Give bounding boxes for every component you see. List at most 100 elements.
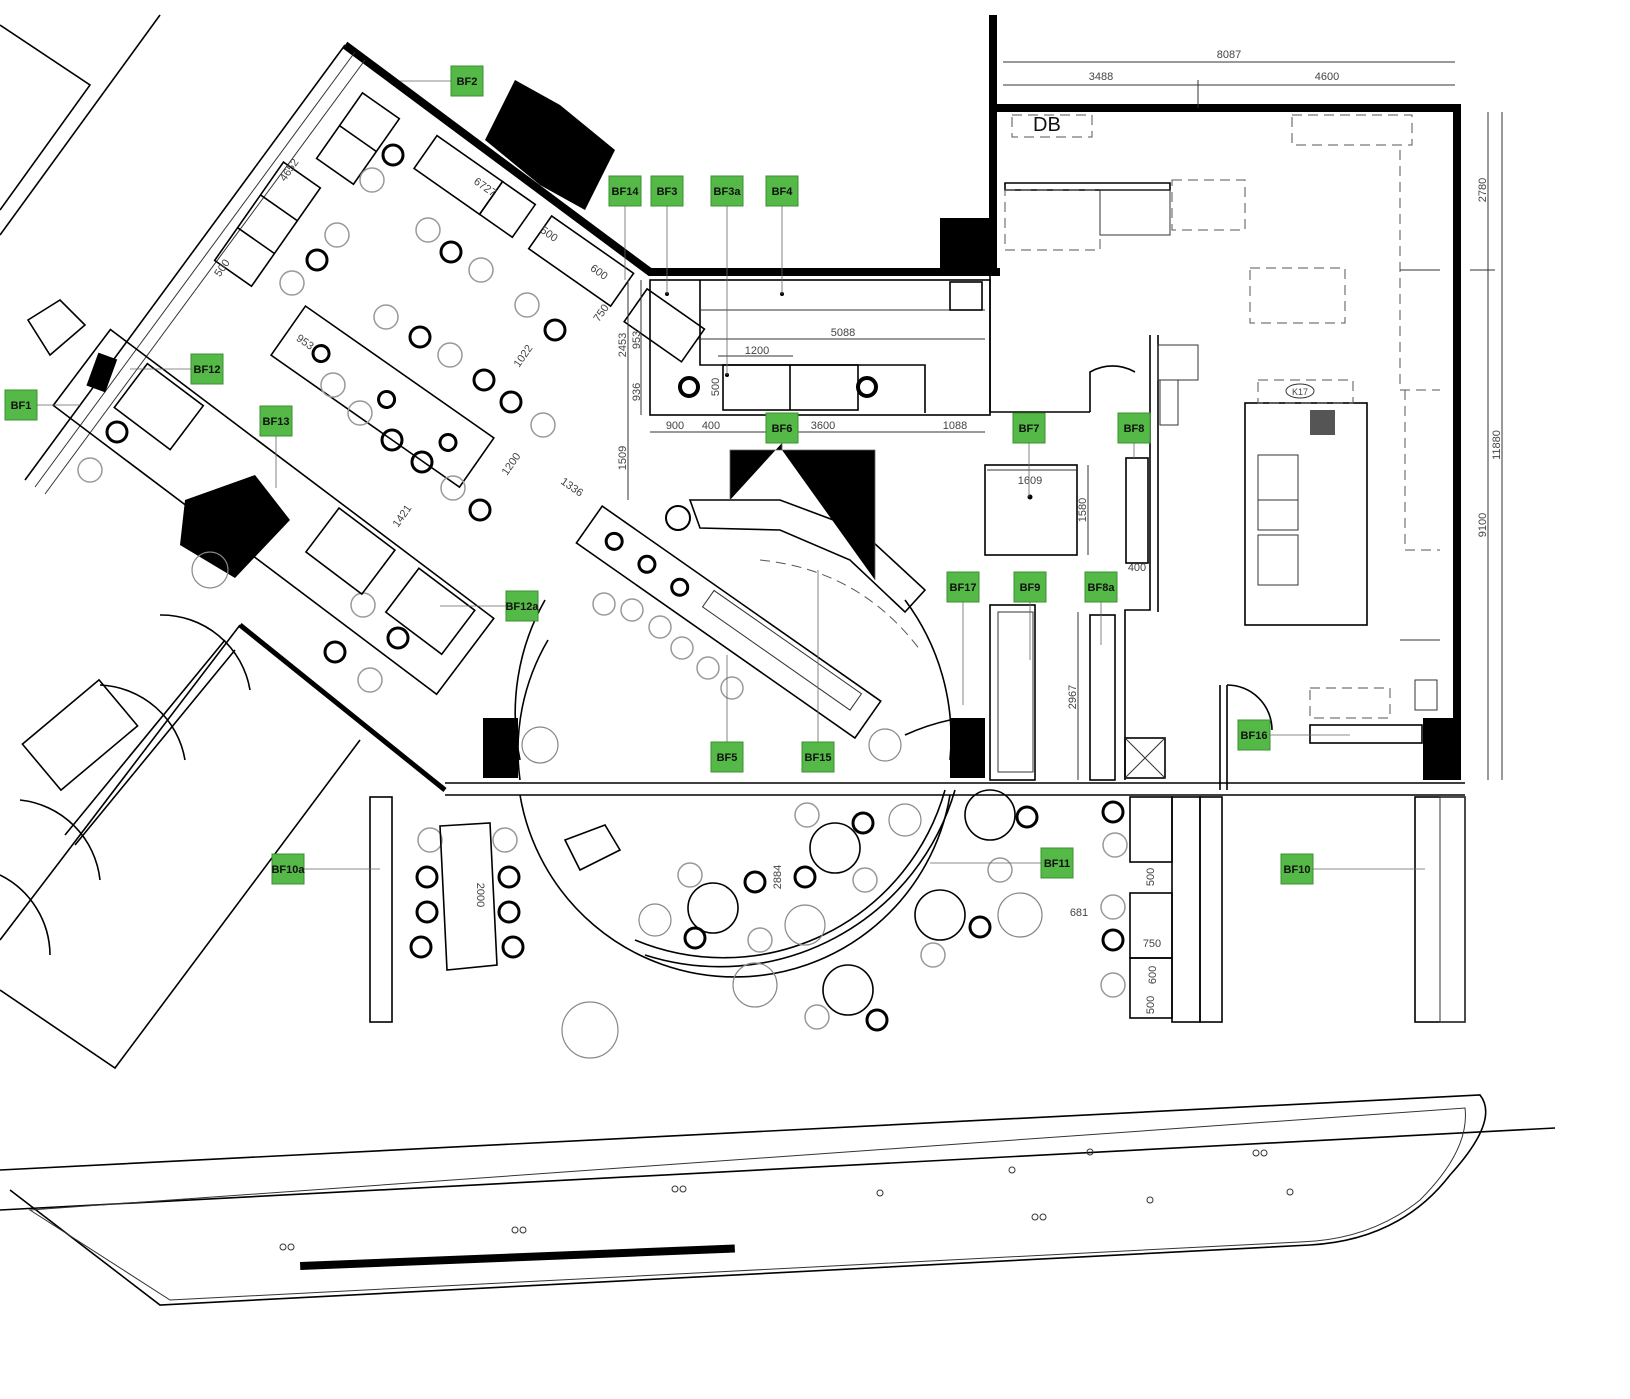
tag-bf9[interactable]: BF9 (1013, 571, 1047, 603)
svg-text:BF3: BF3 (657, 186, 678, 198)
communal-bar-table (269, 304, 495, 489)
fixture-tags: BF1 BF2 BF3 BF3a BF4 BF5 BF6 BF7 BF8 BF8… (4, 65, 1314, 885)
dim-planter-600: 600 (1147, 966, 1159, 984)
dim-pass-width: 400 (1128, 562, 1146, 574)
svg-text:BF13: BF13 (263, 416, 290, 428)
svg-text:BF10a: BF10a (271, 864, 305, 876)
tag-bf14[interactable]: BF14 (608, 175, 642, 207)
dim-gap-681: 681 (1070, 907, 1088, 919)
planters (26, 298, 1466, 1059)
tag-bf17[interactable]: BF17 (946, 571, 980, 603)
tag-bf4[interactable]: BF4 (765, 175, 799, 207)
tag-bf11[interactable]: BF11 (1040, 847, 1074, 879)
dim-banquette-depth: 500 (538, 224, 560, 244)
svg-text:BF4: BF4 (772, 186, 794, 198)
kitchen-table (984, 464, 1078, 556)
kitchen-area (984, 114, 1440, 790)
circular-bar (514, 499, 1016, 1016)
dim-banquette-length: 6727 (471, 176, 498, 200)
adjacent-building (0, 14, 361, 1070)
bollards (279, 1148, 1294, 1251)
svg-text:BF5: BF5 (717, 752, 738, 764)
tag-bf8a[interactable]: BF8a (1084, 571, 1118, 603)
dim-seg-1088: 1088 (943, 420, 967, 432)
dim-aisle-1022: 1022 (512, 343, 536, 370)
dim-table-depth: 1580 (1077, 498, 1089, 522)
svg-text:BF8: BF8 (1124, 423, 1145, 435)
dimension-lines (627, 61, 1503, 780)
servery (649, 279, 991, 416)
dim-seg-400: 400 (702, 420, 720, 432)
svg-text:BF2: BF2 (457, 76, 478, 88)
dim-wc-depth: 2967 (1067, 685, 1079, 709)
svg-text:BF17: BF17 (950, 582, 977, 594)
dim-glazing-length: 4652 (278, 157, 302, 184)
dim-planter-500b: 500 (1145, 996, 1157, 1014)
dim-seg-3600: 3600 (811, 420, 835, 432)
tag-bf10a[interactable]: BF10a (271, 853, 305, 885)
dim-aisle-1421: 1421 (391, 503, 415, 530)
cooking-island-k17 (1244, 402, 1368, 626)
svg-text:BF12: BF12 (194, 364, 221, 376)
tag-bf8[interactable]: BF8 (1117, 412, 1151, 444)
dimension-labels: 8087 3488 4600 2780 11880 9100 5088 1200… (212, 49, 1503, 1014)
svg-text:BF10: BF10 (1284, 864, 1311, 876)
svg-text:BF15: BF15 (805, 752, 832, 764)
tag-bf7[interactable]: BF7 (1012, 412, 1046, 444)
dim-overall-width: 8087 (1217, 49, 1241, 61)
tag-bf15[interactable]: BF15 (801, 741, 835, 773)
chairs (77, 167, 1128, 1030)
tag-bf5[interactable]: BF5 (710, 741, 744, 773)
dim-width-right: 4600 (1315, 71, 1339, 83)
dim-table-600: 600 (588, 262, 610, 282)
dim-terrace-2884: 2884 (772, 865, 784, 889)
dim-width-left: 3488 (1089, 71, 1113, 83)
svg-text:BF14: BF14 (612, 186, 640, 198)
tag-bf12a[interactable]: BF12a (505, 590, 539, 622)
dim-servery-depth: 2453 (617, 333, 629, 357)
svg-text:BF6: BF6 (772, 423, 793, 435)
tag-bf1[interactable]: BF1 (4, 389, 38, 421)
tag-bf12[interactable]: BF12 (190, 353, 224, 385)
svg-text:BF16: BF16 (1241, 730, 1268, 742)
dim-servery-lower: 936 (631, 383, 643, 401)
equipment-label-k17: K17 (1292, 387, 1308, 397)
dim-seg-900: 900 (666, 420, 684, 432)
svg-text:BF7: BF7 (1019, 423, 1040, 435)
dim-communal-table: 2000 (474, 883, 486, 907)
tag-bf2[interactable]: BF2 (450, 65, 484, 97)
tag-bf16[interactable]: BF16 (1237, 719, 1271, 751)
dim-gap-1509: 1509 (617, 446, 629, 470)
dim-bar-table: 1200 (500, 451, 524, 478)
bar-counter (575, 504, 882, 740)
room-label-db: DB (1033, 114, 1061, 136)
tag-leaders (35, 80, 1425, 870)
svg-text:BF8a: BF8a (1088, 582, 1116, 594)
dim-height-lower: 9100 (1477, 513, 1489, 537)
dining-area (52, 91, 1128, 1032)
tag-bf13[interactable]: BF13 (259, 405, 293, 437)
svg-text:BF1: BF1 (11, 400, 32, 412)
tag-bf10[interactable]: BF10 (1280, 853, 1314, 885)
dim-planter-750: 750 (1143, 938, 1161, 950)
dim-table-width: 1609 (1018, 475, 1042, 487)
dim-back-counter: 5088 (831, 327, 855, 339)
dim-aisle-1336: 1336 (558, 476, 585, 500)
dim-height-top: 2780 (1477, 178, 1489, 202)
svg-text:BF3a: BF3a (714, 186, 742, 198)
svg-text:BF11: BF11 (1044, 858, 1070, 870)
tag-bf6[interactable]: BF6 (765, 412, 799, 444)
dim-counter-depth: 500 (710, 378, 722, 396)
stools (105, 143, 1125, 1032)
dim-servery-upper: 953 (631, 331, 643, 349)
walls (24, 15, 1465, 796)
dim-planter-500a: 500 (1145, 868, 1157, 886)
street-bench (299, 1244, 735, 1270)
tag-bf3[interactable]: BF3 (650, 175, 684, 207)
dim-height-total: 11880 (1491, 430, 1503, 460)
tag-bf3a[interactable]: BF3a (710, 175, 744, 207)
street-kerb (0, 1094, 1556, 1306)
rug (26, 298, 87, 357)
svg-text:BF12a: BF12a (505, 601, 539, 613)
